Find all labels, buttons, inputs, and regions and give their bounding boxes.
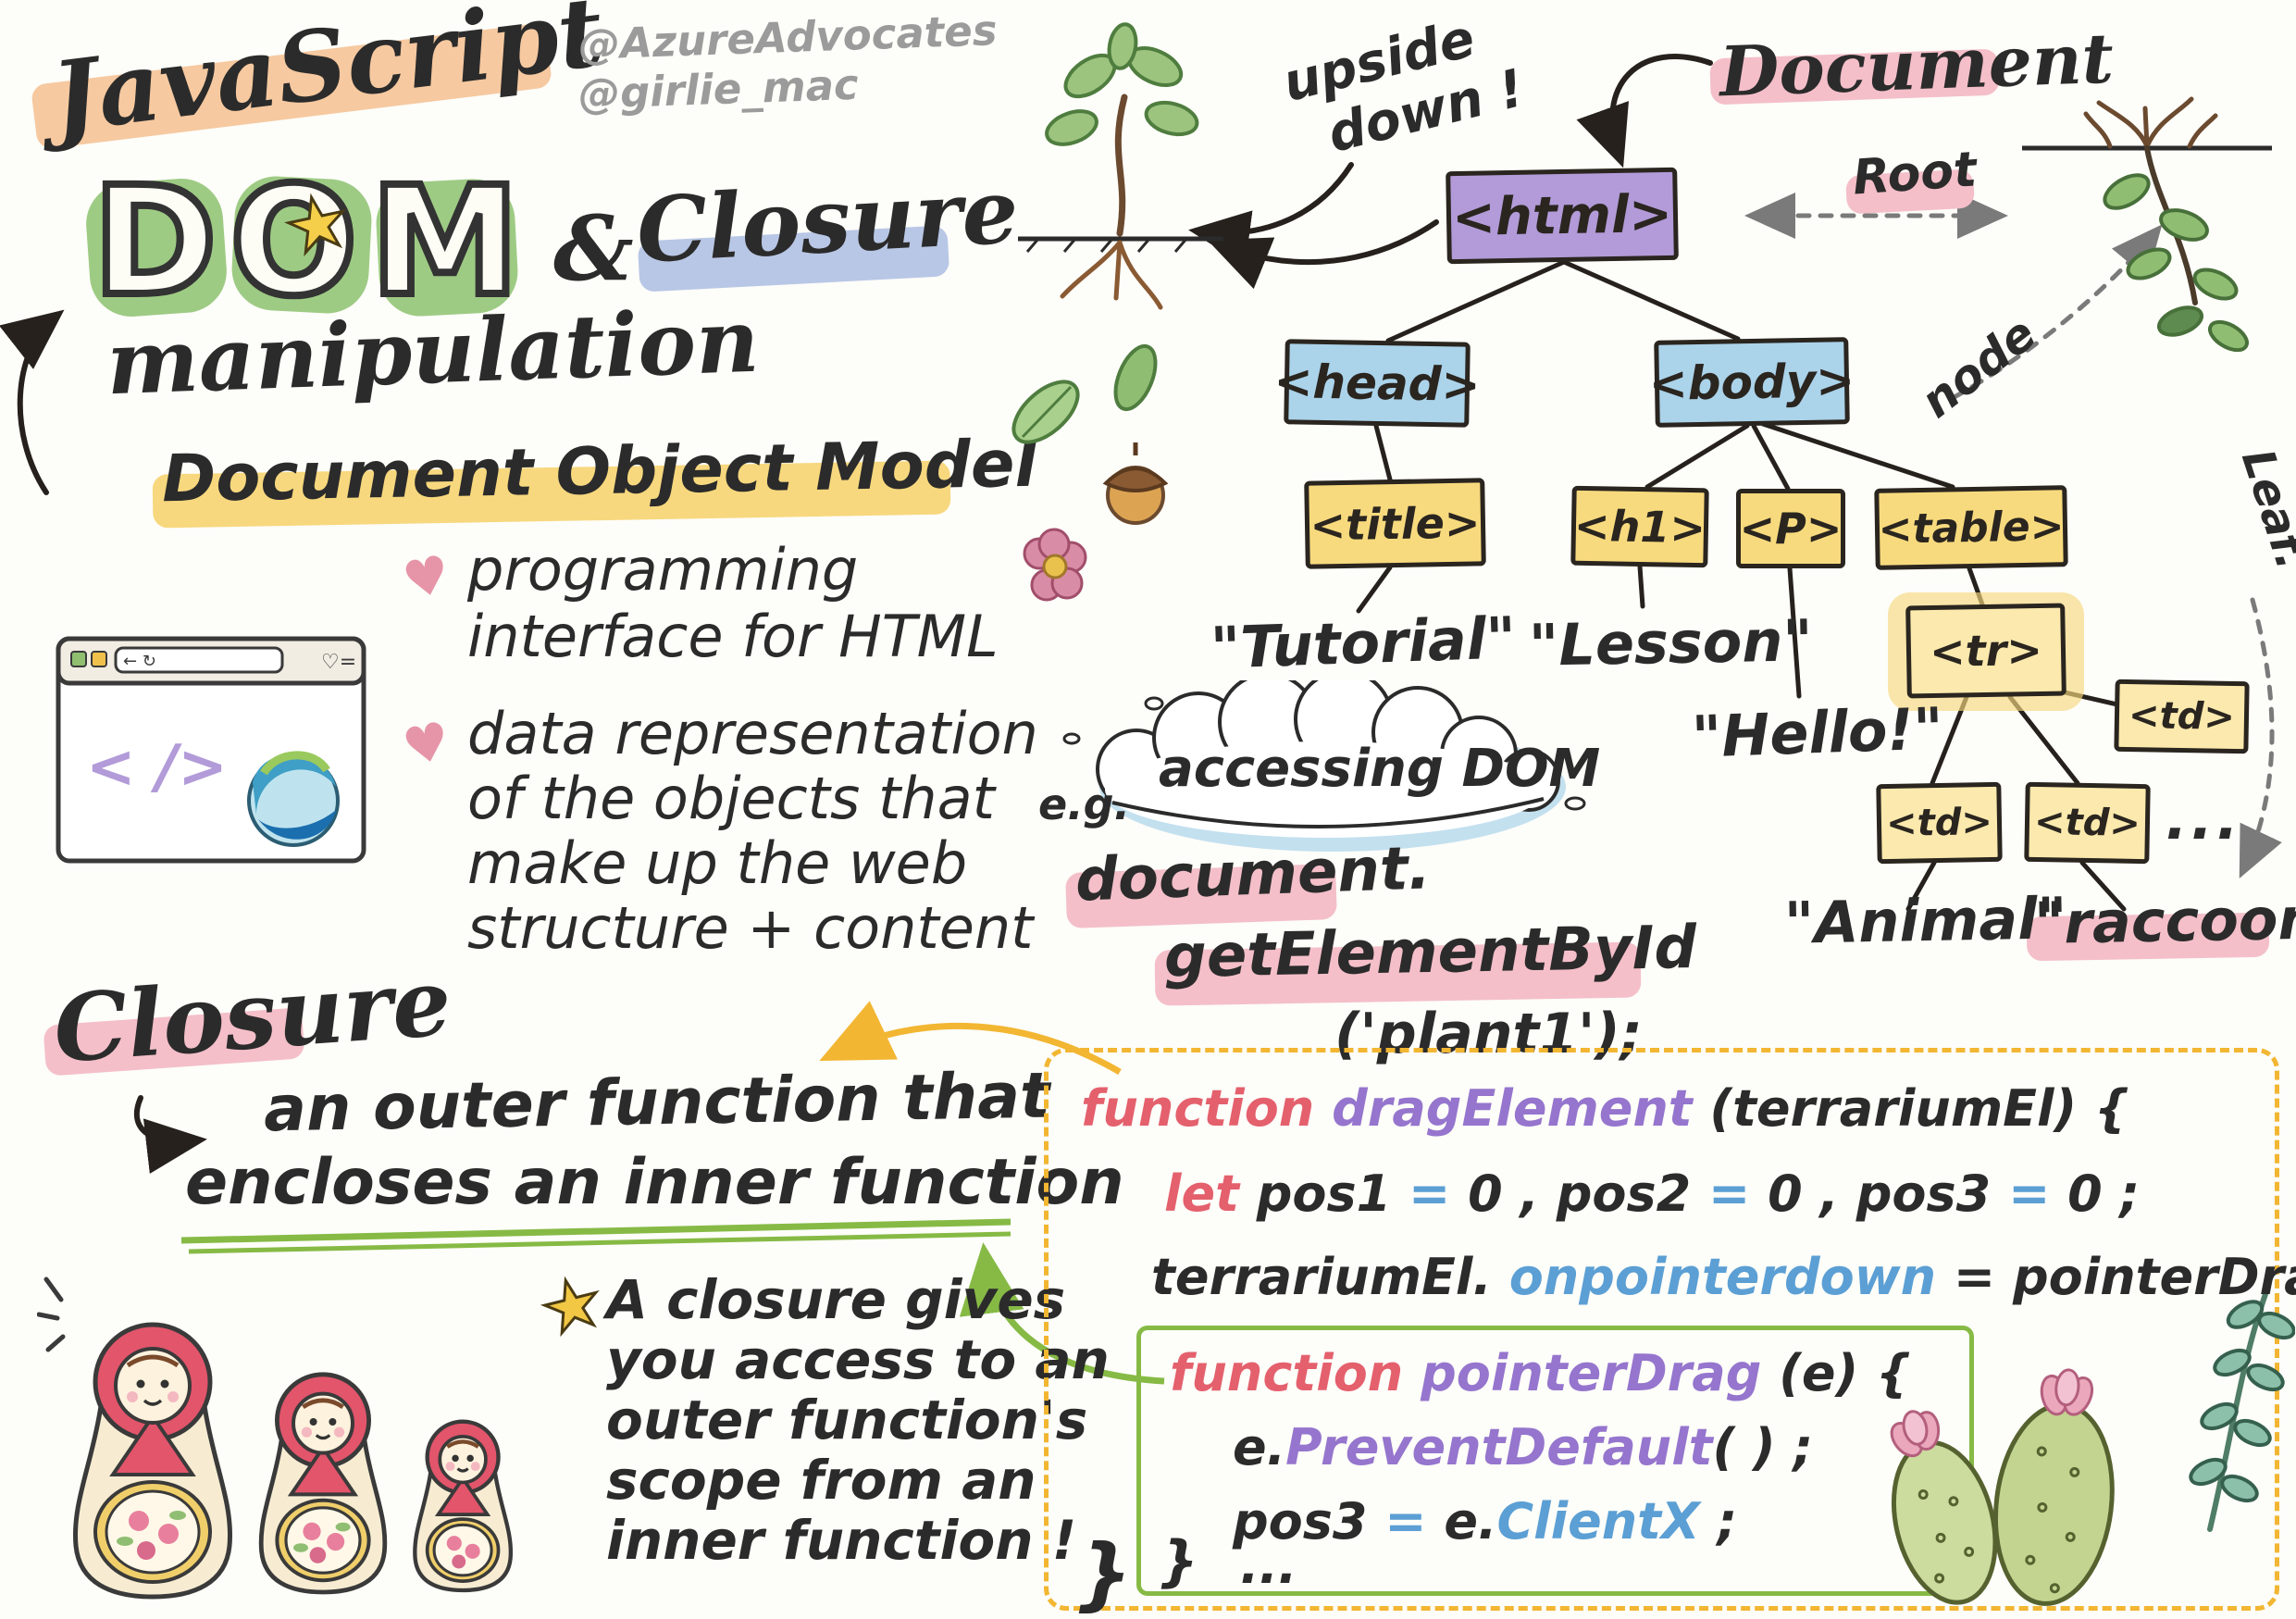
- text-node-tutorial: "Tutorial": [1209, 604, 1518, 682]
- cactus-illustration: [1890, 1368, 2115, 1606]
- browser-window-illustration: ← ↻ ♡= < />: [56, 636, 366, 864]
- code-line-1: function dragElement (terrariumEl) {: [1081, 1079, 2130, 1138]
- code-line-4: function pointerDrag (e) {: [1170, 1344, 1912, 1402]
- node-head: <head>: [1273, 339, 1481, 428]
- note-line1: A closure gives: [606, 1268, 1066, 1331]
- browser-heart-icon: ♡=: [321, 651, 356, 674]
- closure-def-line1: an outer function that: [263, 1059, 1051, 1147]
- eg-label: e.g.: [1038, 779, 1131, 829]
- closure-def-line2: encloses an inner function: [185, 1146, 1124, 1219]
- node-h1: <h1>: [1570, 485, 1709, 568]
- code-line-2: let pos1 = 0 , pos2 = 0 , pos3 = 0 ;: [1164, 1164, 2141, 1223]
- bullet2-line4: structure + content: [467, 894, 1034, 962]
- browser-dot-green: [70, 651, 87, 667]
- browser-dot-yellow: [91, 651, 107, 667]
- leaf-icon: [1113, 343, 1158, 412]
- code-line-6: pos3 = e.ClientX ;: [1233, 1492, 1738, 1551]
- root-label: Root: [1851, 142, 1979, 206]
- bullet2-line3: make up the web: [467, 829, 968, 897]
- td-ellipsis: ...: [2166, 785, 2242, 853]
- title-javascript: JavaScript: [45, 0, 610, 155]
- node-tr: <tr>: [1905, 603, 2066, 699]
- credit-handle-2: @girlie_mac: [577, 59, 860, 119]
- node-body: <body>: [1648, 337, 1855, 428]
- succulent-sprig-illustration: [2189, 1291, 2295, 1532]
- outer-close-brace: }: [1075, 1527, 1133, 1619]
- note-line4: scope from an: [606, 1449, 1036, 1512]
- matryoshka-dolls-illustration: [37, 1277, 514, 1600]
- node-table: <table>: [1874, 485, 2068, 570]
- document-label: Document: [1718, 19, 2116, 113]
- upside-down-branch-doodle: [2022, 96, 2272, 353]
- upside-down-label: upside down !: [1277, 0, 1530, 172]
- code-document: document.: [1074, 834, 1433, 915]
- credit-handle-1: @AzureAdvocates: [577, 6, 999, 69]
- dom-heading: Document Object Model: [161, 425, 1037, 517]
- code-line-7: ...: [1240, 1537, 1297, 1595]
- bullet1-line1: programming: [467, 536, 859, 604]
- code-line-5: e.PreventDefault( ) ;: [1233, 1418, 1814, 1476]
- closure-heading: Closure: [50, 947, 455, 1084]
- flower-icon: [1023, 528, 1087, 602]
- node-td-2: <td>: [1876, 781, 2003, 865]
- node-td-1: <td>: [2114, 679, 2250, 754]
- note-line5: inner function !: [606, 1509, 1077, 1572]
- node-html: <html>: [1446, 167, 1679, 265]
- bullet1-line2: interface for HTML: [467, 603, 999, 670]
- node-td-3: <td>: [2024, 781, 2151, 865]
- svg-text:← ↻: ← ↻: [123, 652, 156, 671]
- code-plant1-arg: ('plant1');: [1334, 1002, 1643, 1066]
- heart-bullet-icon: ♥: [397, 710, 456, 779]
- bullet-programming-interface: programming interface for HTML: [467, 537, 999, 670]
- browser-address-bar: [114, 646, 284, 674]
- node-title: <title>: [1304, 478, 1486, 569]
- title-closure: Closure: [634, 158, 1022, 283]
- code-getelementbyid: getElementById: [1163, 913, 1697, 992]
- plant-with-roots-doodle: [1018, 22, 1223, 310]
- text-node-lesson: "Lesson": [1528, 606, 1814, 679]
- edge-logo-icon: [247, 751, 340, 847]
- title-manipulation: manipulation: [105, 290, 761, 416]
- text-node-hello: "Hello!": [1690, 694, 1945, 771]
- leaf-label: Leaf.: [2230, 442, 2296, 576]
- cactus-flower-icon: [2040, 1368, 2094, 1416]
- note-line2: you access to an: [606, 1328, 1110, 1391]
- text-node-raccoon: "raccoon": [2033, 884, 2296, 957]
- cactus-flower-icon: [1890, 1410, 1941, 1458]
- closure-note: A closure gives you access to an outer f…: [606, 1270, 1110, 1571]
- inner-close-brace: }: [1159, 1529, 1198, 1594]
- inner-function-green-box: [1136, 1326, 1974, 1596]
- code-line-3: terrariumEl. onpointerdown = pointerDrag…: [1151, 1248, 2296, 1306]
- bullet2-line1: data representation: [467, 700, 1038, 767]
- note-line3: outer function's: [606, 1389, 1088, 1451]
- title-dom: DOM: [89, 152, 533, 333]
- bullet-data-representation: data representation of the objects that …: [467, 702, 1038, 961]
- heart-bullet-icon: ♥: [397, 543, 456, 613]
- leaves-acorn-flower-doodles: [1011, 343, 1169, 602]
- node-p: <P>: [1736, 489, 1845, 568]
- accessing-dom-cloud: [1096, 680, 1566, 852]
- acorn-icon: [1102, 442, 1169, 525]
- text-node-animal: "Animal": [1783, 884, 2068, 957]
- code-glyph: < />: [86, 733, 228, 802]
- bullet2-line2: of the objects that: [467, 765, 995, 832]
- accessing-dom-label: accessing DOM: [1159, 739, 1601, 799]
- title-ampersand: &: [553, 196, 634, 301]
